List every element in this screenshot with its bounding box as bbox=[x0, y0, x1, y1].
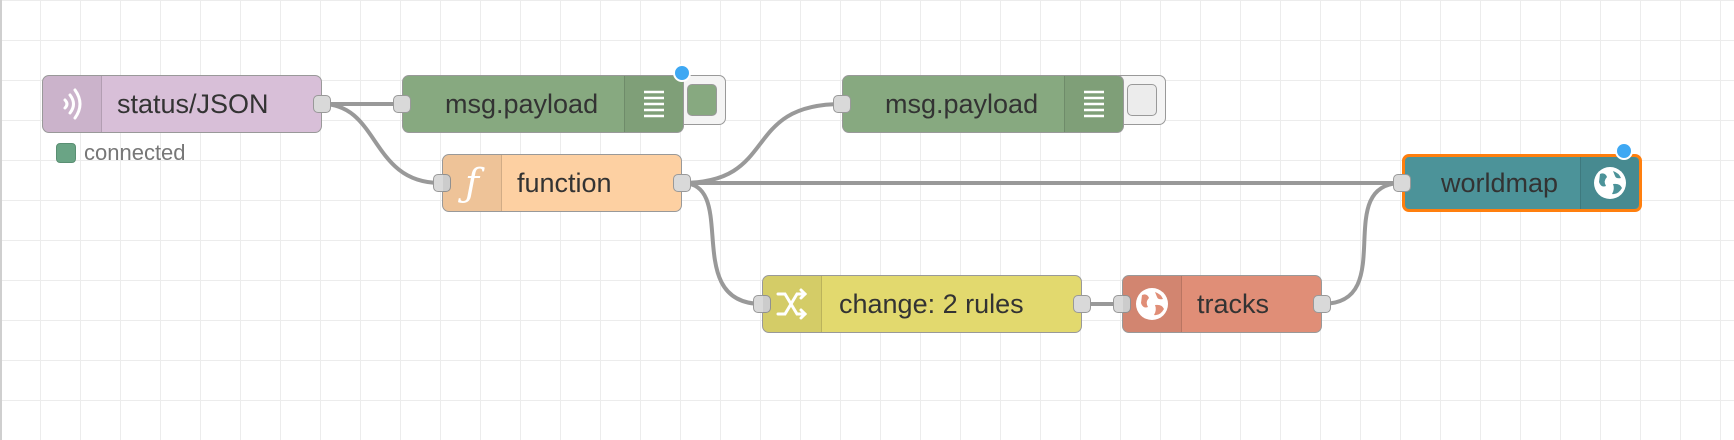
debug-list-icon bbox=[624, 76, 683, 132]
tracks-input-port[interactable] bbox=[1113, 295, 1131, 313]
status-indicator-icon bbox=[56, 143, 76, 163]
debug1-toggle-active-icon bbox=[687, 84, 717, 116]
function-node[interactable]: ƒ function bbox=[433, 154, 691, 212]
debug1-label: msg.payload bbox=[445, 88, 599, 119]
function-input-port[interactable] bbox=[433, 174, 451, 192]
debug2-toggle-button[interactable] bbox=[1118, 75, 1166, 125]
change-output-port[interactable] bbox=[1073, 295, 1091, 313]
wire-function-to-change bbox=[680, 181, 764, 306]
debug1-input-port[interactable] bbox=[393, 95, 411, 113]
mqtt-signal-icon bbox=[43, 76, 102, 132]
wire-tracks-to-worldmap bbox=[1320, 181, 1404, 306]
wire-function-to-debug2 bbox=[680, 102, 844, 185]
debug1-toggle-button[interactable] bbox=[678, 75, 726, 125]
tracks-label: tracks bbox=[1197, 288, 1270, 319]
globe-icon bbox=[1580, 157, 1639, 209]
function-output-port[interactable] bbox=[673, 174, 691, 192]
change-node[interactable]: change: 2 rules bbox=[753, 275, 1091, 333]
canvas-left-edge bbox=[0, 0, 2, 440]
function-label: function bbox=[517, 167, 612, 198]
debug2-node[interactable]: msg.payload bbox=[833, 75, 1124, 133]
tracks-node[interactable]: tracks bbox=[1113, 275, 1331, 333]
mqtt-in-node[interactable]: status/JSON bbox=[42, 75, 331, 133]
mqtt-in-output-port[interactable] bbox=[313, 95, 331, 113]
worldmap-input-port[interactable] bbox=[1393, 174, 1411, 192]
debug2-label: msg.payload bbox=[885, 88, 1039, 119]
shuffle-icon bbox=[763, 276, 822, 332]
globe-icon bbox=[1123, 276, 1182, 332]
mqtt-status: connected bbox=[56, 140, 186, 166]
debug1-changed-dot bbox=[673, 64, 691, 82]
debug-list-icon bbox=[1064, 76, 1123, 132]
mqtt-in-label: status/JSON bbox=[117, 88, 269, 119]
tracks-output-port[interactable] bbox=[1313, 295, 1331, 313]
worldmap-label: worldmap bbox=[1441, 167, 1559, 198]
debug1-node[interactable]: msg.payload bbox=[393, 64, 691, 133]
debug2-input-port[interactable] bbox=[833, 95, 851, 113]
wire-mqtt-to-function bbox=[320, 102, 442, 185]
worldmap-changed-dot bbox=[1615, 142, 1633, 160]
function-icon: ƒ bbox=[443, 155, 502, 211]
change-input-port[interactable] bbox=[753, 295, 771, 313]
worldmap-node[interactable]: worldmap bbox=[1393, 142, 1642, 212]
change-label: change: 2 rules bbox=[839, 288, 1024, 319]
status-text: connected bbox=[84, 140, 186, 165]
debug2-toggle-inactive-icon bbox=[1127, 84, 1157, 116]
